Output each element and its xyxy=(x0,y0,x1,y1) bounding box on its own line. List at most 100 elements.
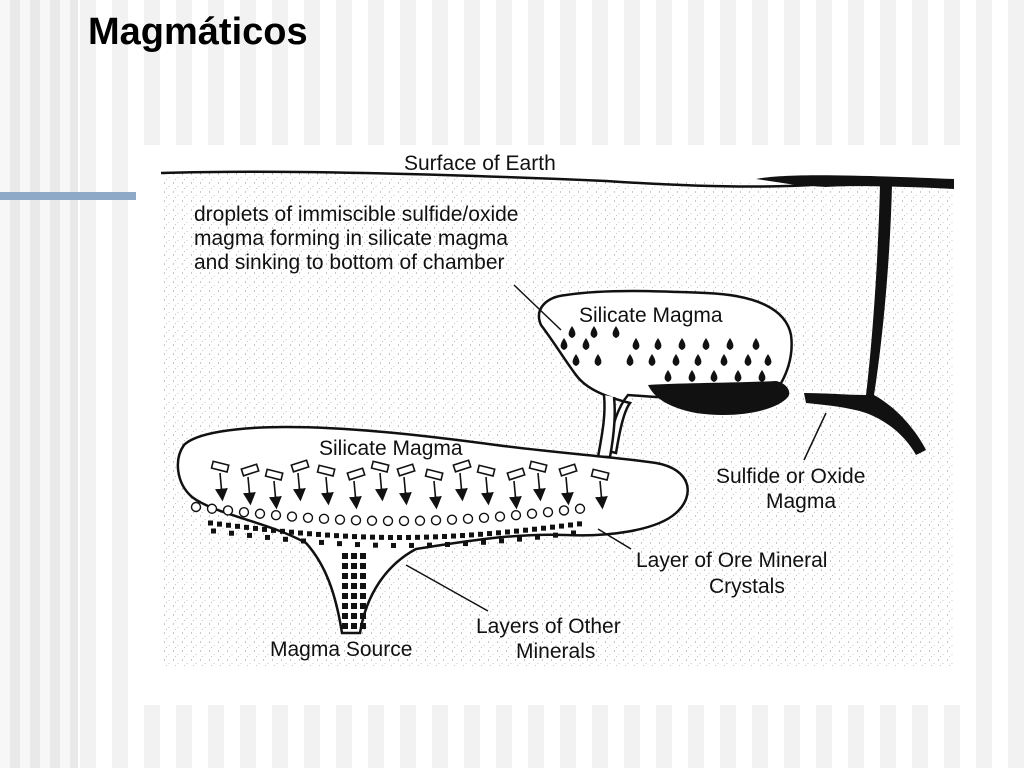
ore-crystal xyxy=(286,511,298,522)
crystal xyxy=(396,463,416,477)
source-grain xyxy=(360,593,366,599)
diagram-canvas: Surface of Earth droplets of immiscible … xyxy=(160,152,955,668)
droplets-label-line2: magma forming in silicate magma xyxy=(194,227,508,250)
mineral-grain xyxy=(247,532,252,538)
mineral-grain xyxy=(388,534,393,540)
mineral-grain xyxy=(226,522,231,528)
droplet xyxy=(678,338,686,350)
mineral-grain xyxy=(559,523,564,529)
droplet xyxy=(744,354,752,366)
mineral-grain xyxy=(427,542,432,548)
crystal-arrow xyxy=(269,480,282,510)
mineral-grain xyxy=(316,531,321,537)
upper-chamber-label: Silicate Magma xyxy=(579,304,723,327)
ore-crystal xyxy=(334,514,346,525)
crystal xyxy=(452,459,472,473)
crystal xyxy=(558,463,578,477)
mineral-grain xyxy=(550,524,555,530)
ore-crystal xyxy=(494,511,506,522)
ore-crystal xyxy=(446,514,458,525)
source-grain xyxy=(351,553,357,559)
other-label-line1: Layers of Other xyxy=(476,615,621,638)
ore-crystal xyxy=(206,503,218,514)
mineral-grain xyxy=(265,534,270,540)
mineral-grain xyxy=(370,534,375,540)
droplet xyxy=(648,354,656,366)
mineral-grain xyxy=(343,533,348,539)
crystal-arrow xyxy=(375,472,388,502)
source-grain xyxy=(351,623,357,629)
ore-crystal xyxy=(302,512,314,523)
source-grain xyxy=(342,553,348,559)
mineral-grain xyxy=(409,542,414,548)
mineral-grain xyxy=(424,534,429,540)
crystal-arrow xyxy=(349,480,362,510)
ore-crystal xyxy=(366,515,378,526)
sulfide-label-line2: Magma xyxy=(766,490,836,513)
ore-crystal xyxy=(254,508,266,519)
vertical-dike xyxy=(804,185,926,455)
mineral-grain xyxy=(406,534,411,540)
mineral-grain xyxy=(262,526,267,532)
source-grain xyxy=(351,593,357,599)
mineral-grain xyxy=(307,531,312,537)
droplet xyxy=(582,338,590,350)
droplet xyxy=(590,326,598,338)
mineral-grain xyxy=(433,534,438,540)
mineral-grain xyxy=(469,532,474,538)
mineral-grain xyxy=(319,539,324,545)
ore-crystal xyxy=(414,515,426,526)
source-grain xyxy=(351,603,357,609)
source-grain xyxy=(342,573,348,579)
mineral-layers xyxy=(190,501,586,629)
source-grain xyxy=(342,583,348,589)
mineral-grain xyxy=(391,542,396,548)
ore-crystal xyxy=(398,515,410,527)
ore-crystal xyxy=(430,515,442,526)
ore-crystal xyxy=(542,506,554,518)
crystal-arrow xyxy=(455,472,468,502)
sulfide-leader-line xyxy=(803,412,827,461)
left-decorative-band xyxy=(0,0,78,768)
magmatic-deposit-diagram: Surface of Earth droplets of immiscible … xyxy=(136,145,972,705)
crystal xyxy=(370,460,390,473)
crystal-arrow xyxy=(215,472,228,502)
source-grain xyxy=(351,573,357,579)
ore-crystal xyxy=(382,515,394,527)
mineral-grain xyxy=(325,532,330,538)
ore-crystal xyxy=(222,505,234,516)
mineral-grain xyxy=(334,533,339,539)
source-label: Magma Source xyxy=(270,638,412,661)
droplet xyxy=(672,354,680,366)
mineral-grain xyxy=(208,520,213,526)
mineral-grain xyxy=(415,534,420,540)
droplet xyxy=(560,338,568,350)
accent-bar xyxy=(0,192,140,200)
mineral-grain xyxy=(289,529,294,535)
droplet xyxy=(688,370,696,382)
mineral-grain xyxy=(463,541,468,547)
droplets-label-line1: droplets of immiscible sulfide/oxide xyxy=(194,203,518,226)
droplet xyxy=(626,354,634,366)
mineral-grain xyxy=(235,523,240,529)
crystal xyxy=(506,467,526,481)
droplet xyxy=(758,370,766,382)
ore-crystal xyxy=(318,513,330,525)
source-grain xyxy=(342,593,348,599)
mineral-grain xyxy=(301,538,306,544)
ore-crystal xyxy=(462,513,474,525)
mineral-grain xyxy=(535,534,540,540)
droplet xyxy=(720,354,728,366)
ore-crystal xyxy=(510,510,522,521)
mineral-grain xyxy=(373,542,378,548)
source-grain xyxy=(351,563,357,569)
droplet xyxy=(710,370,718,382)
source-grain xyxy=(342,603,348,609)
sinking-crystals xyxy=(210,459,610,510)
source-grain xyxy=(360,573,366,579)
droplet xyxy=(764,354,772,366)
droplet xyxy=(702,338,710,350)
mineral-grain xyxy=(211,528,216,534)
ore-crystal xyxy=(350,515,362,526)
mineral-grain xyxy=(337,541,342,547)
